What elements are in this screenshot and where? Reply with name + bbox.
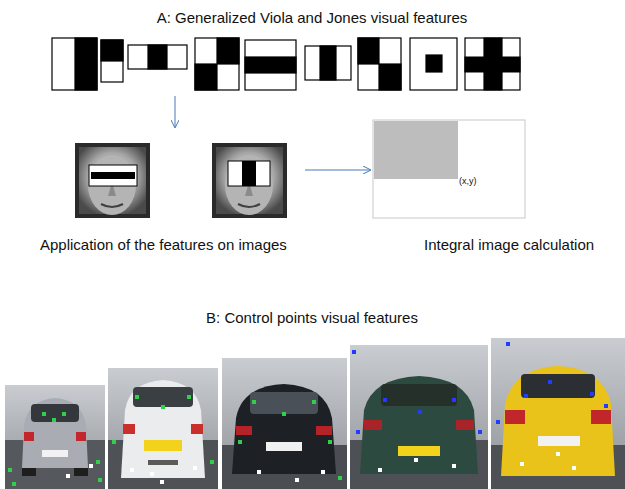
section-title: A: Generalized Viola and Jones visual fe… (157, 9, 468, 27)
section-title: B: Control points visual features (206, 309, 418, 327)
right-arrow (305, 170, 370, 171)
face-image (75, 143, 150, 218)
car-photo (491, 338, 625, 489)
coordinate-label: (x,y) (459, 176, 477, 187)
car-photo (5, 385, 105, 489)
caption-text: Application of the features on images (40, 236, 287, 254)
car-photo (222, 358, 347, 489)
down-arrow (175, 96, 176, 127)
haar-features (52, 38, 520, 90)
car-photo (350, 345, 488, 489)
integral-image (373, 120, 525, 218)
car-photo (108, 368, 218, 489)
face-image (212, 143, 287, 218)
caption-text: Integral image calculation (424, 236, 594, 254)
